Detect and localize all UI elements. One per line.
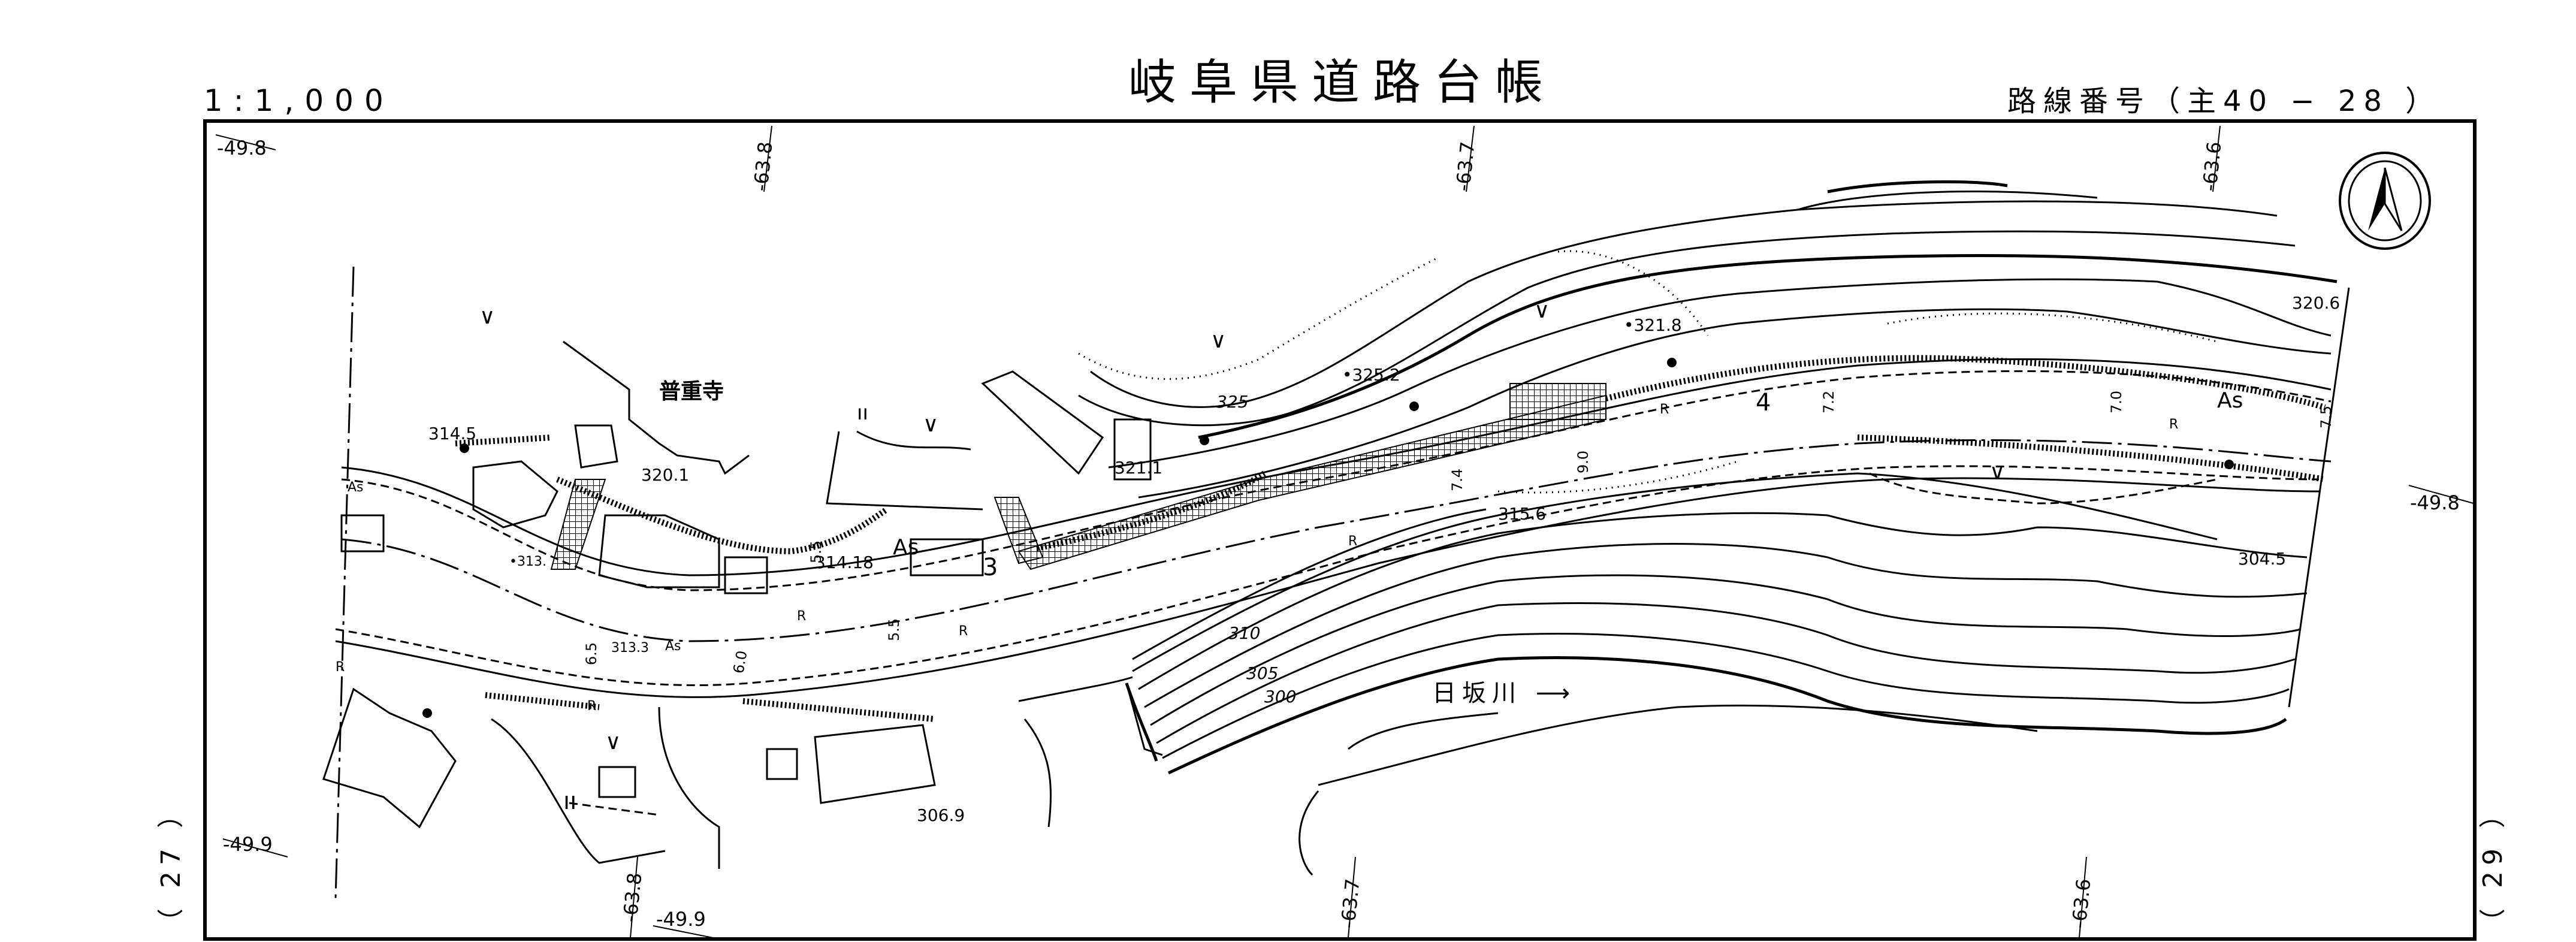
map-label: 310 — [1228, 623, 1260, 643]
map-label: As — [2217, 388, 2243, 413]
map-label: 普重寺 — [659, 379, 724, 404]
map-label: 321.1 — [1115, 458, 1162, 478]
contours-north — [1078, 180, 2338, 499]
map-label: -63.7 — [1451, 141, 1479, 192]
map-label: 6.5 — [583, 642, 600, 665]
map-label: 4 — [1756, 389, 1771, 416]
map-label: As — [665, 639, 681, 654]
buildings — [322, 340, 1152, 869]
map-label: R — [797, 609, 806, 624]
map-label: 5.5 — [808, 541, 825, 563]
map-label: 9.0 — [1575, 451, 1591, 473]
grid-ticks: -49.8 -63.8 -63.7 -63.6 -49.8 -49.9 -63.… — [215, 125, 2474, 938]
map-label: 314.18 — [815, 552, 874, 572]
map-label: -63.6 — [2067, 878, 2095, 929]
map-label: -63.7 — [1336, 878, 1364, 929]
map-frame — [203, 119, 2477, 941]
map-label: ıı — [857, 401, 868, 425]
map-label: As — [893, 535, 919, 560]
north-arrow-icon — [2339, 152, 2431, 250]
map-label: 305 — [1246, 663, 1278, 683]
map-label: R — [959, 624, 968, 639]
map-label: -49.9 — [656, 908, 706, 931]
map-label: 3 — [983, 554, 998, 581]
map-labels: 普重寺 314.5 320.1 •325.2 325 321.1 •321.8 … — [336, 293, 2340, 825]
map-label: As — [348, 480, 364, 495]
map-label: 5.5 — [886, 618, 902, 641]
map-label: -63.8 — [749, 141, 777, 192]
map-label: ∨ — [1210, 328, 1226, 353]
map-label: -63.6 — [2198, 141, 2225, 192]
map-label: R — [1348, 534, 1357, 549]
map-label: 320.1 — [641, 465, 689, 485]
next-sheet-label[interactable]: （ 29 ） — [2478, 796, 2508, 935]
map-label: 7.0 — [2108, 391, 2125, 413]
river: 日坂川 ⟶ — [1125, 680, 1576, 762]
map-label: R — [336, 660, 345, 675]
contours-south — [1018, 472, 2308, 876]
map-label: ∨ — [479, 304, 495, 329]
map-label: 7.5 — [2318, 406, 2335, 428]
map-label: -63.8 — [618, 872, 646, 923]
map-label: -49.8 — [2410, 491, 2460, 514]
map-label: R — [2169, 417, 2178, 432]
scale-label: 1:1,000 — [204, 83, 394, 118]
map-label: 313.3 — [611, 641, 649, 656]
route-number: 路線番号（主40 − 28 ） — [2007, 84, 2441, 118]
map-label: ∨ — [1534, 298, 1550, 323]
road — [335, 355, 2332, 698]
river-label: 日坂川 ⟶ — [1432, 680, 1576, 707]
map-label: 315.6 — [1498, 504, 1546, 524]
map-label: 306.9 — [917, 805, 965, 825]
map-label: ıı — [563, 787, 576, 815]
map-label: •321.8 — [1624, 315, 1682, 335]
map-label: 304.5 — [2238, 549, 2286, 569]
map-label: ∨ — [1989, 460, 2005, 485]
map-label: 7.2 — [1820, 391, 1837, 413]
map-label: 325 — [1216, 392, 1248, 412]
page-title: 岐阜県道路台帳 — [1128, 55, 1556, 110]
map-label: 300 — [1264, 687, 1296, 707]
map-label: 6.0 — [730, 650, 750, 675]
map-label: R — [1660, 402, 1669, 417]
survey-points — [422, 358, 2234, 718]
map-label: ∨ — [605, 730, 621, 754]
map-label: •325.2 — [1342, 365, 1400, 385]
map-label: 320.6 — [2292, 293, 2340, 313]
sheet-boundary-right — [2288, 287, 2350, 708]
map-label: ∨ — [923, 412, 938, 437]
map-label: R — [587, 699, 596, 714]
map-label: -49.9 — [223, 833, 273, 856]
sheet-boundary-left — [334, 266, 355, 899]
map-label: 7.4 — [1449, 469, 1466, 491]
map-label: •313. — [509, 554, 546, 569]
previous-sheet-label[interactable]: （ 27 ） — [156, 796, 186, 935]
map-label: 314.5 — [428, 424, 476, 443]
map-label: -49.8 — [217, 137, 267, 159]
